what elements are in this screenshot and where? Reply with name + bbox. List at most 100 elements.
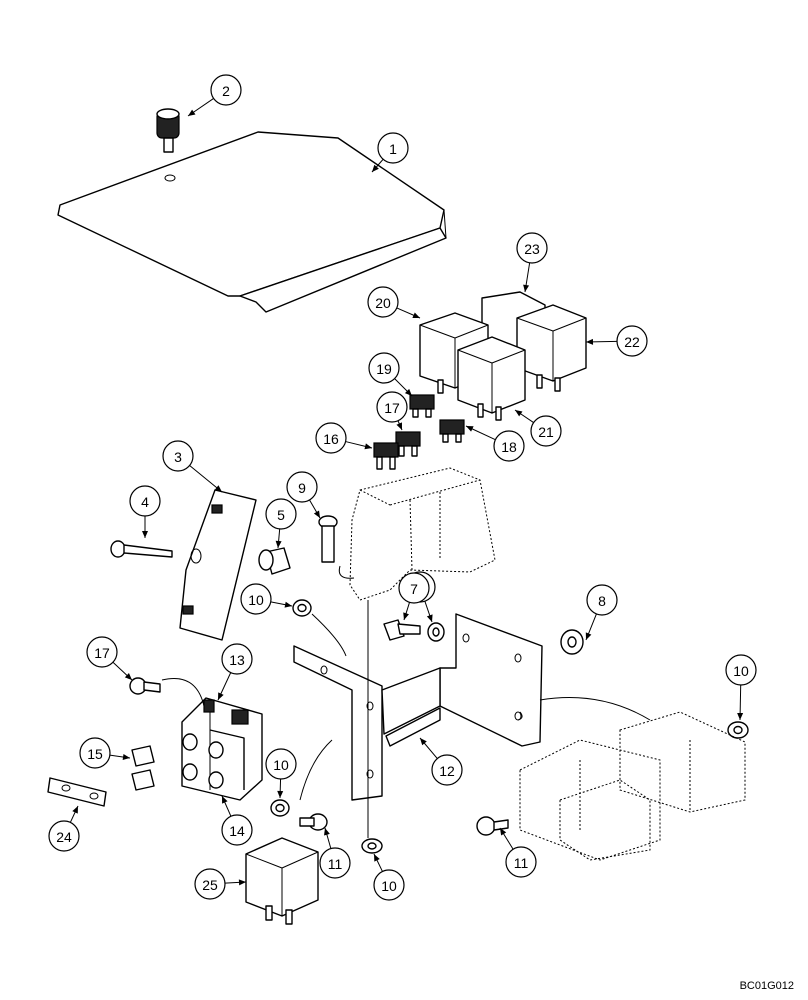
callout-circle [368,352,400,384]
callout-label: 22 [624,334,640,350]
callout-11: 11 [319,827,351,879]
callout-label: 3 [174,449,182,465]
callout-arrowhead [586,338,594,345]
callout-arrowhead [277,790,284,798]
callout-arrowhead [523,284,530,292]
callout-arrowhead [420,738,427,746]
callout-label: 25 [202,877,218,893]
terminal-covers [131,745,155,791]
callout-label: 2 [222,83,230,99]
callout-23: 23 [516,232,548,293]
callout-circle [210,74,242,106]
bolt [318,515,338,563]
callout-arrowhead [412,312,420,318]
screw-long [110,540,173,558]
screw-11b [476,816,509,836]
callout-10: 10 [265,748,297,799]
callout-arrowhead [403,612,409,620]
callout-label: 10 [248,592,264,608]
callout-20: 20 [367,286,421,319]
callout-18: 18 [465,425,525,462]
callout-circle [725,654,757,686]
callout-arrowhead [122,754,130,760]
knob-fastener [156,108,180,153]
fuse-holder-hidden [349,467,496,601]
callout-label: 11 [514,855,529,871]
callout-4: 4 [129,485,161,538]
callout-circle [265,498,297,530]
callout-circle [265,748,297,780]
callout-circle [505,846,537,878]
fuse-group [373,394,465,470]
callout-circle [431,754,463,786]
callout-label: 12 [439,763,455,779]
callout-16: 16 [315,422,373,454]
callout-label: 18 [501,439,517,455]
callout-label: 11 [328,856,343,872]
callout-label: 5 [277,507,285,523]
callout-10: 10 [373,853,405,901]
callout-arrowhead [466,426,474,432]
callout-arrowhead [142,531,148,538]
callout-12: 12 [419,737,463,786]
callout-arrowhead [188,109,196,116]
callout-arrowhead [404,388,412,396]
callout-17: 17 [86,636,133,681]
callout-3: 3 [162,440,223,493]
callout-label: 17 [384,400,400,416]
callout-circle [493,430,525,462]
callout-24: 24 [48,805,80,852]
callout-label: 15 [87,746,103,762]
callout-arrowhead [218,692,224,700]
callout-11: 11 [499,827,537,878]
callout-arrowhead [214,485,222,492]
cover-panel [57,131,447,313]
callout-circle [162,440,194,472]
callout-arrowhead [275,540,282,548]
screw-11a [299,813,328,831]
callout-circle [376,391,408,423]
callout-arrowhead [585,632,592,640]
callout-circle [79,737,111,769]
nut-10b [270,799,290,817]
callout-circle [398,572,430,604]
callout-circle [221,643,253,675]
callout-circle [377,132,409,164]
screw-17a [129,677,161,695]
strap [47,777,107,807]
callout-9: 9 [286,471,321,519]
callout-10: 10 [240,583,293,615]
callout-label: 23 [524,241,540,257]
callout-circle [221,814,253,846]
callout-label: 10 [733,663,749,679]
callout-arrowhead [426,614,433,622]
main-bracket [293,613,543,801]
relay-group [419,291,587,421]
callout-arrowhead [238,879,246,886]
callout-10: 10 [725,654,757,721]
nut-10a [292,599,312,617]
callout-arrowhead [324,828,330,836]
callout-13: 13 [217,643,253,701]
callout-label: 21 [538,424,554,440]
callout-19: 19 [368,352,413,397]
callout-arrowhead [500,828,507,836]
callout-21: 21 [514,409,562,447]
mounting-plate [179,489,257,641]
callout-1: 1 [371,132,409,173]
callout-label: 19 [376,361,392,377]
callout-label: 24 [56,829,72,845]
nut-10c [361,838,383,854]
washer [427,622,445,642]
callout-label: 20 [375,295,391,311]
callout-label: 13 [229,652,245,668]
callout-label: 10 [273,757,289,773]
drawing-code: BC01G012 [739,980,794,992]
callout-label: 4 [141,494,149,510]
callout-17: 17 [376,391,408,431]
callout-label: 14 [229,823,245,839]
callout-arrowhead [515,410,523,417]
nut-10d [727,721,749,739]
callout-circle [319,847,351,879]
